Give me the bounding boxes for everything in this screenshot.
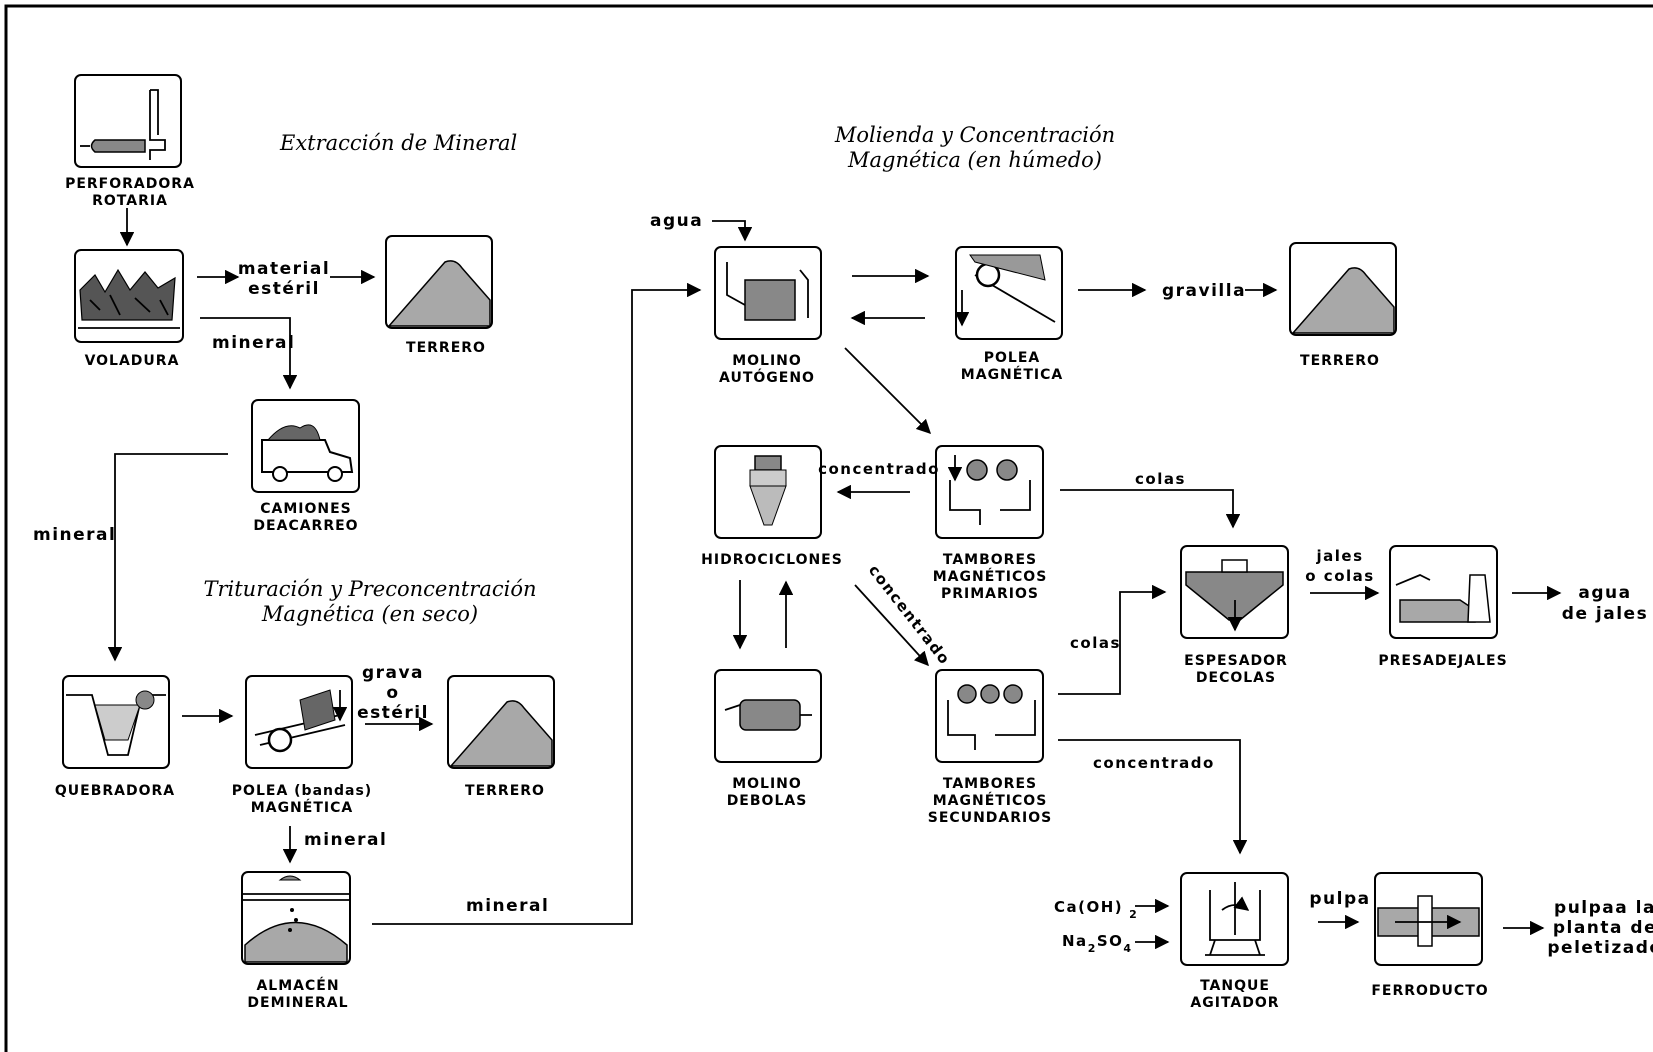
- flow-caoh2: Ca(OH) 2: [1054, 898, 1138, 921]
- ferroducto-label: FERRODUCTO: [1371, 983, 1488, 999]
- terrero-3-label: TERRERO: [1300, 353, 1380, 369]
- molino-autogeno-node: [714, 246, 822, 340]
- ferroducto-node: [1374, 872, 1483, 966]
- hidrociclones-node: [714, 445, 822, 539]
- tambores-primarios-label-3: PRIMARIOS: [941, 586, 1039, 602]
- flow-concentrado-primario: concentrado: [818, 460, 940, 478]
- quebradora-label: QUEBRADORA: [55, 783, 175, 799]
- presa-node: [1389, 545, 1498, 639]
- perforadora-label-2: ROTARIA: [92, 193, 168, 209]
- flow-pulpa-planta-3: peletizado: [1547, 938, 1653, 958]
- flow-grava-2: o: [386, 683, 399, 703]
- polea-magnetica-node: [954, 246, 1063, 340]
- section-title-extraccion: Extracción de Mineral: [279, 131, 517, 155]
- connectors: [107, 208, 1562, 950]
- flow-concentrado-secundario: concentrado: [1093, 754, 1215, 772]
- presa-label: PRESADEJALES: [1378, 653, 1507, 669]
- flow-mineral-voladura: mineral: [212, 333, 295, 353]
- flow-grava-1: grava: [362, 663, 424, 683]
- flow-na2so4-so: SO: [1097, 932, 1124, 950]
- flow-na2so4: Na2SO4: [1062, 932, 1133, 955]
- perforadora-label-1: PERFORADORA: [65, 176, 195, 192]
- flow-caoh2-sub: 2: [1129, 908, 1138, 921]
- perforadora-node: [74, 74, 182, 168]
- molino-bolas-label-1: MOLINO: [732, 776, 802, 792]
- flow-pulpa-planta-1: pulpaa la: [1554, 898, 1653, 918]
- tambores-secundarios-label-3: SECUNDARIOS: [928, 810, 1052, 826]
- flow-agua-jales-1: agua: [1578, 583, 1631, 603]
- tambores-secundarios-label-1: TAMBORES: [943, 776, 1037, 792]
- voladura-label: VOLADURA: [85, 353, 180, 369]
- voladura-node: [74, 249, 184, 343]
- molino-autogeno-label-2: AUTÓGENO: [719, 368, 815, 386]
- espesador-label-1: ESPESADOR: [1184, 653, 1288, 669]
- tambores-secundarios-node: [935, 669, 1044, 763]
- flow-colas-primario: colas: [1135, 470, 1186, 488]
- flow-gravilla: gravilla: [1162, 281, 1246, 301]
- flow-mineral-polea: mineral: [304, 830, 387, 850]
- section-title-molienda-line2: Magnética (en húmedo): [847, 148, 1102, 172]
- flow-na2so4-na: Na: [1062, 932, 1088, 950]
- flow-grava-3: estéril: [357, 703, 429, 723]
- flow-material-esteril-2: estéril: [248, 279, 320, 299]
- espesador-label-2: DECOLAS: [1196, 670, 1276, 686]
- hidrociclones-label: HIDROCICLONES: [701, 552, 843, 568]
- polea-bandas-label-1: POLEA (bandas): [232, 783, 372, 799]
- section-title-molienda-line1: Molienda y Concentración: [834, 123, 1115, 147]
- polea-bandas-label-2: MAGNÉTICA: [251, 799, 353, 816]
- molino-bolas-node: [714, 669, 822, 763]
- flow-mineral-camiones: mineral: [33, 525, 116, 545]
- flow-pulpa: pulpa: [1309, 889, 1370, 909]
- flow-jales-2: o colas: [1305, 567, 1374, 585]
- terrero-1-label: TERRERO: [406, 340, 486, 356]
- flow-jales-1: jales: [1315, 547, 1363, 565]
- diagram-border: [4, 4, 1653, 1052]
- flow-material-esteril-1: material: [238, 259, 330, 279]
- section-title-trituracion-line1: Trituración y Preconcentración: [203, 577, 536, 601]
- camiones-label-1: CAMIONES: [260, 501, 352, 517]
- molino-autogeno-label-1: MOLINO: [732, 353, 802, 369]
- espesador-node: [1180, 545, 1289, 639]
- terrero-2-node: [447, 675, 555, 769]
- almacen-label-1: ALMACÉN: [256, 977, 339, 994]
- camiones-node: [251, 399, 360, 493]
- flow-mineral-almacen: mineral: [466, 896, 549, 916]
- terrero-3-node: [1289, 242, 1397, 336]
- tambores-secundarios-label-2: MAGNÉTICOS: [933, 792, 1048, 809]
- quebradora-node: [62, 675, 170, 769]
- terrero-2-label: TERRERO: [465, 783, 545, 799]
- section-title-trituracion-line2: Magnética (en seco): [261, 602, 478, 626]
- tambores-primarios-node: [935, 445, 1044, 539]
- tanque-label-2: AGITADOR: [1190, 995, 1279, 1011]
- tambores-primarios-label-2: MAGNÉTICOS: [933, 568, 1048, 585]
- camiones-label-2: DEACARREO: [253, 518, 358, 534]
- almacen-node: [241, 871, 351, 965]
- flow-colas-secundario: colas: [1070, 634, 1121, 652]
- flow-agua-jales-2: de jales: [1562, 604, 1648, 624]
- tambores-primarios-label-1: TAMBORES: [943, 552, 1037, 568]
- tanque-label-1: TANQUE: [1200, 978, 1270, 994]
- tanque-node: [1180, 872, 1289, 966]
- flow-pulpa-planta-2: planta de: [1553, 918, 1653, 938]
- polea-magnetica-label-2: MAGNÉTICA: [961, 366, 1063, 383]
- flow-caoh2-base: Ca(OH): [1054, 898, 1123, 916]
- molino-bolas-label-2: DEBOLAS: [727, 793, 808, 809]
- flow-agua: agua: [650, 211, 703, 231]
- almacen-label-2: DEMINERAL: [247, 995, 348, 1011]
- polea-bandas-node: [245, 675, 353, 769]
- flow-na2so4-sub1: 2: [1088, 942, 1097, 955]
- polea-magnetica-label-1: POLEA: [984, 350, 1040, 366]
- terrero-1-node: [385, 235, 493, 329]
- flow-na2so4-sub2: 4: [1123, 942, 1132, 955]
